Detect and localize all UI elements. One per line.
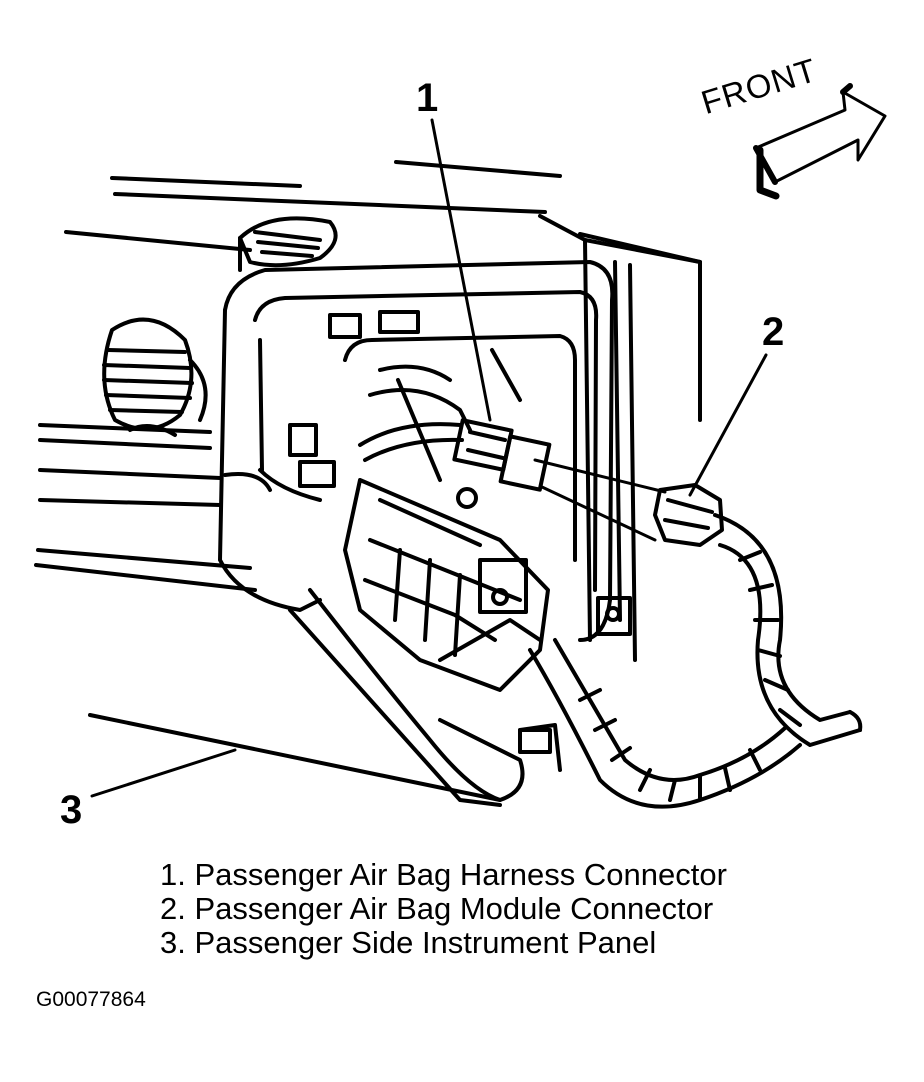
instrument-panel-illustration [34,83,887,809]
air-bag-module [343,348,550,692]
glove-box-opening [218,260,632,642]
harness-connector [358,418,552,492]
connector-guide-lines [533,458,667,542]
dash-trim-lines [64,160,702,662]
figure-id: G00077864 [36,988,146,1011]
dash-body [34,423,257,592]
front-arrow-icon [753,83,887,200]
legend-item-2: 2. Passenger Air Bag Module Connector [160,891,714,926]
legend: 1. Passenger Air Bag Harness Connector 2… [160,858,727,960]
callout-1: 1 [416,76,439,120]
lower-panel-edge [88,588,562,807]
callout-leaders [90,118,768,798]
defroster-vent [238,216,338,272]
legend-item-1: 1. Passenger Air Bag Harness Connector [160,857,727,892]
side-vent-knob [102,317,208,431]
callout-2: 2 [762,310,785,354]
callout-3: 3 [60,788,83,832]
module-connector [653,483,724,547]
wiring-harness [528,513,863,809]
legend-item-3: 3. Passenger Side Instrument Panel [160,925,657,960]
